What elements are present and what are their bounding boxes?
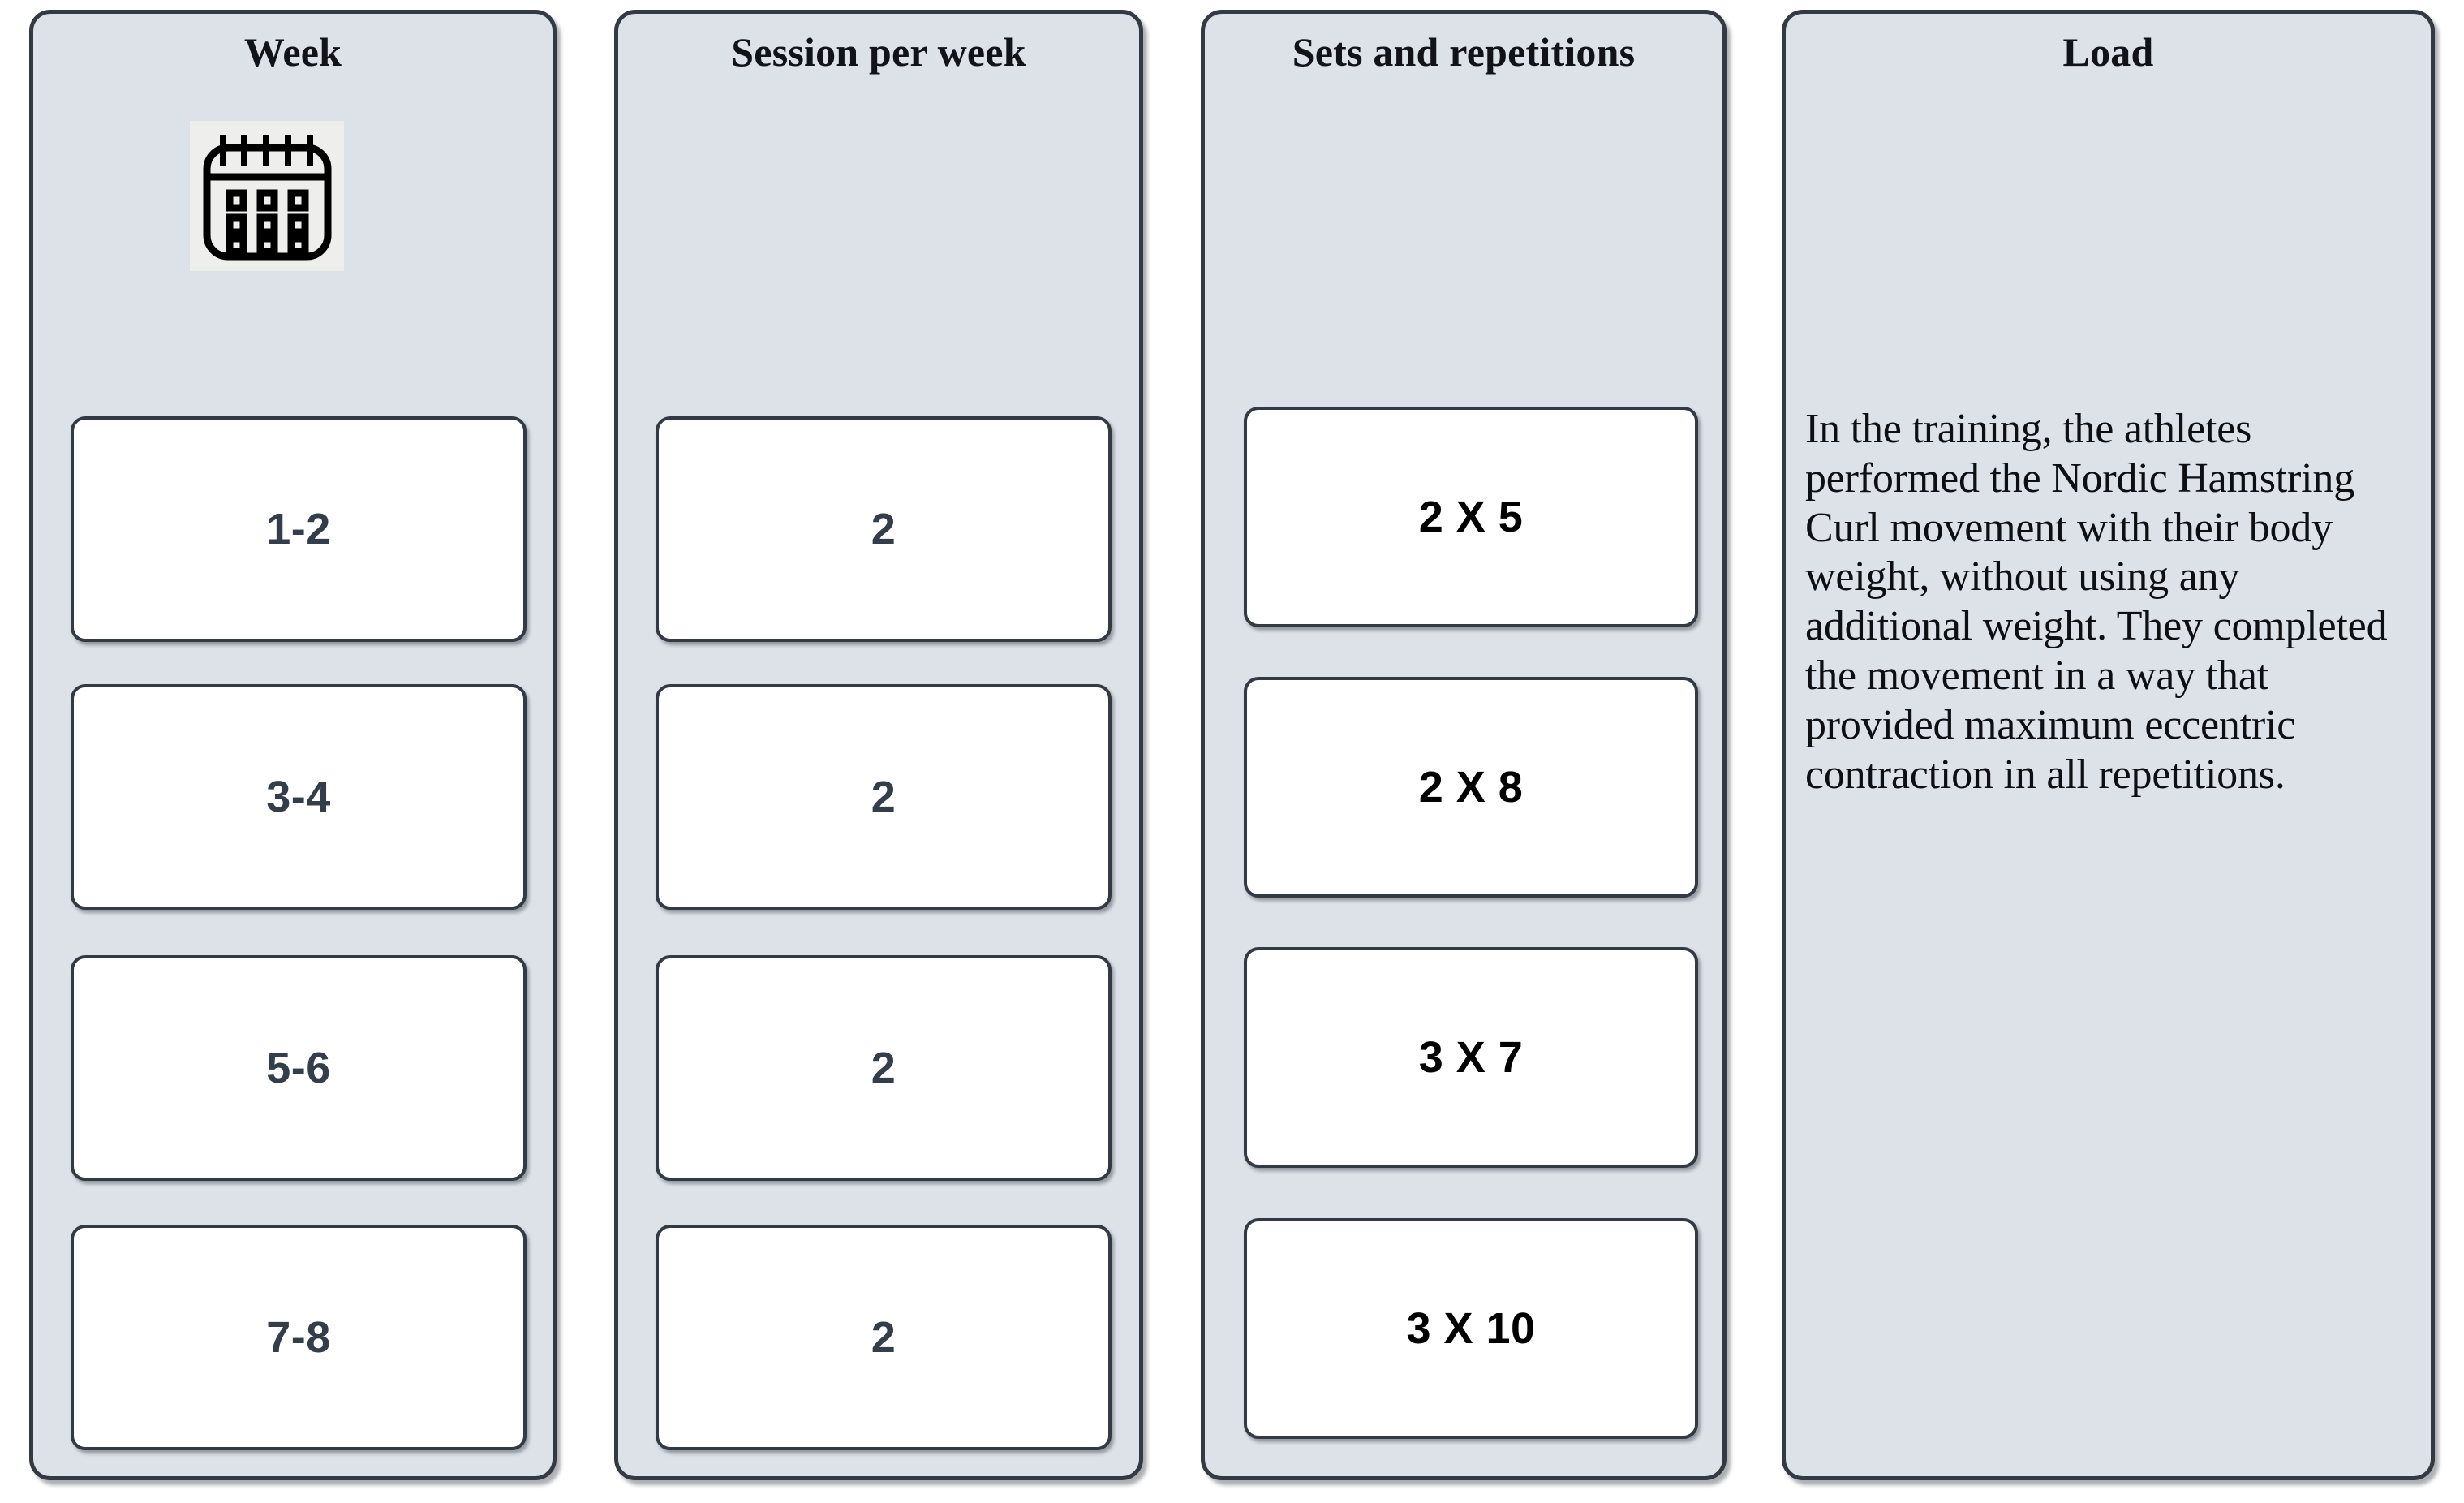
cell-value: 2: [871, 1313, 897, 1362]
column-header-load: Load: [2062, 29, 2154, 75]
column-panel-sets: Sets and repetitions: [1201, 10, 1727, 1480]
cell-value: 5-6: [266, 1044, 331, 1092]
load-description: In the training, the athletes performed …: [1805, 406, 2388, 798]
cell-value: 2 X 5: [1418, 493, 1524, 541]
cell-session-2[interactable]: 2: [656, 684, 1112, 910]
column-panel-load: Load In the training, the athletes perfo…: [1782, 10, 2435, 1480]
column-panel-session: Session per week: [614, 10, 1488, 1480]
cell-value: 1-2: [266, 505, 331, 553]
cell-value: 2: [871, 505, 897, 553]
cell-week-3[interactable]: 5-6: [71, 955, 527, 1181]
calendar-outline-icon: [190, 121, 344, 271]
cell-session-3[interactable]: 2: [656, 955, 1112, 1181]
column-header-sets: Sets and repetitions: [1292, 29, 1636, 75]
column-header-week: Week: [243, 29, 342, 75]
cell-session-4[interactable]: 2: [656, 1225, 1112, 1450]
cell-value: 2: [871, 773, 897, 821]
cell-value: 3 X 10: [1406, 1304, 1536, 1353]
column-panel-week: Week: [29, 10, 557, 1480]
cell-week-2[interactable]: 3-4: [71, 684, 527, 910]
cell-value: 7-8: [266, 1313, 331, 1362]
cell-session-1[interactable]: 2: [656, 416, 1112, 642]
cell-week-4[interactable]: 7-8: [71, 1225, 527, 1450]
column-header-session: Session per week: [731, 29, 1026, 75]
cell-value: 2: [871, 1044, 897, 1092]
cell-sets-3[interactable]: 3 X 7: [1244, 947, 1698, 1168]
cell-value: 3 X 7: [1418, 1033, 1524, 1082]
cell-sets-4[interactable]: 3 X 10: [1244, 1218, 1698, 1439]
cell-value: 2 X 8: [1418, 763, 1524, 812]
cell-value: 3-4: [266, 773, 331, 821]
cell-week-1[interactable]: 1-2: [71, 416, 527, 642]
cell-sets-2[interactable]: 2 X 8: [1244, 677, 1698, 898]
cell-sets-1[interactable]: 2 X 5: [1244, 407, 1698, 627]
